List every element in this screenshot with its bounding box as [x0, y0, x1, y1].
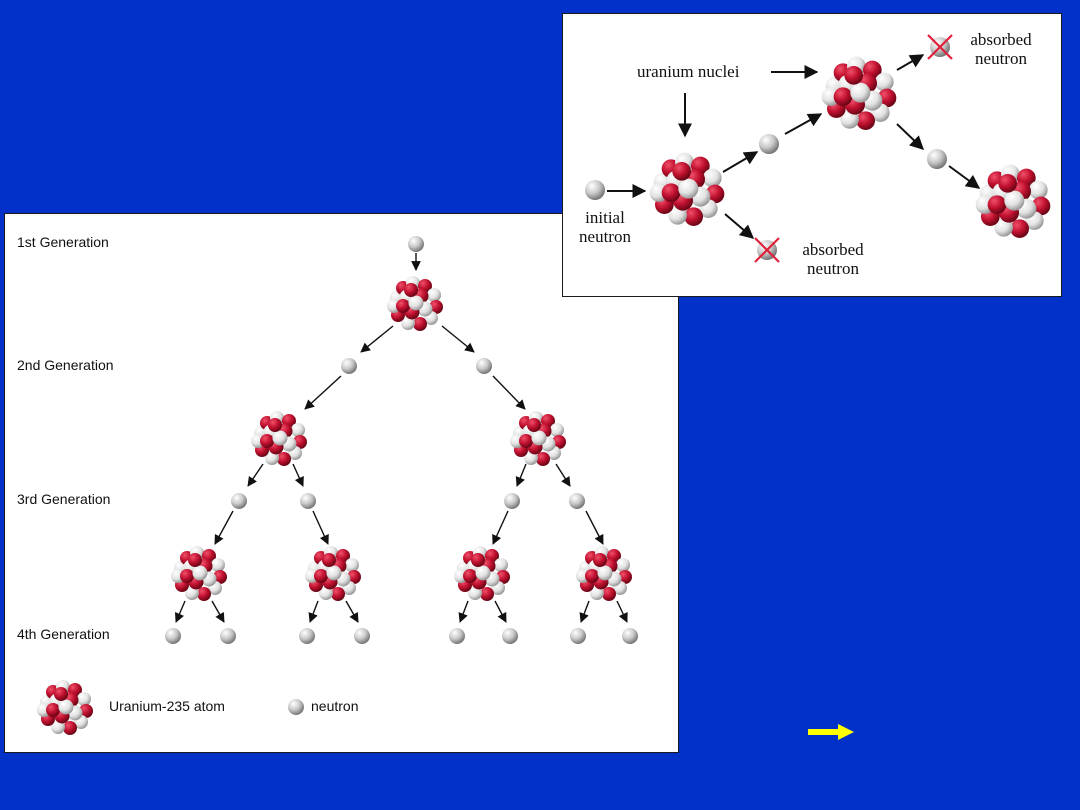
uranium-atom	[576, 546, 632, 601]
absorbed-cross-icon	[754, 34, 953, 263]
absorbed-neutron-label-top: absorbed neutron	[970, 30, 1032, 68]
generation-label-2: 2nd Generation	[17, 357, 114, 373]
uranium-atom	[510, 411, 566, 466]
neutron	[502, 628, 518, 644]
generation-label-1: 1st Generation	[17, 234, 109, 250]
neutron	[476, 358, 492, 374]
neutron	[504, 493, 520, 509]
uranium-nucleus	[975, 164, 1051, 238]
neutron	[165, 628, 181, 644]
fission-arrows	[607, 54, 981, 239]
neutron-icon	[288, 699, 304, 715]
neutron	[299, 628, 315, 644]
neutron	[622, 628, 638, 644]
generation-label-4: 4th Generation	[17, 626, 110, 642]
generation-label-3: 3rd Generation	[17, 491, 111, 507]
initial-neutron	[585, 180, 605, 200]
neutron	[408, 236, 424, 252]
legend-atom-label: Uranium-235 atom	[109, 698, 225, 714]
uranium-atom	[387, 276, 443, 331]
absorbed-neutron-label-bottom: absorbed neutron	[802, 240, 864, 278]
arrow-right-icon[interactable]	[808, 724, 856, 740]
fission-detail-diagram	[585, 34, 1051, 263]
uranium-atom	[171, 546, 227, 601]
legend-neutron-label: neutron	[311, 698, 359, 714]
uranium-nucleus	[821, 56, 897, 130]
uranium-atoms	[37, 276, 632, 735]
neutron	[341, 358, 357, 374]
neutron	[231, 493, 247, 509]
neutron	[759, 134, 779, 154]
neutron	[354, 628, 370, 644]
fission-detail-panel: initial neutron uranium nuclei absorbed …	[562, 13, 1062, 297]
uranium-nucleus	[649, 152, 725, 226]
fission-atoms	[649, 56, 1051, 238]
neutron	[569, 493, 585, 509]
neutron	[300, 493, 316, 509]
neutrons	[165, 236, 638, 715]
chain-reaction-panel: 1st Generation 2nd Generation 3rd Genera…	[4, 213, 679, 753]
neutron	[449, 628, 465, 644]
uranium-nuclei-label: uranium nuclei	[637, 62, 740, 81]
uranium-atom	[454, 546, 510, 601]
uranium-atom	[251, 411, 307, 466]
reaction-arrows	[174, 253, 628, 623]
neutron	[570, 628, 586, 644]
uranium-atom-icon	[37, 680, 93, 735]
initial-neutron-label: initial neutron	[579, 208, 631, 246]
neutron	[220, 628, 236, 644]
neutron	[927, 149, 947, 169]
uranium-atom	[305, 546, 361, 601]
chain-reaction-diagram	[37, 236, 638, 735]
